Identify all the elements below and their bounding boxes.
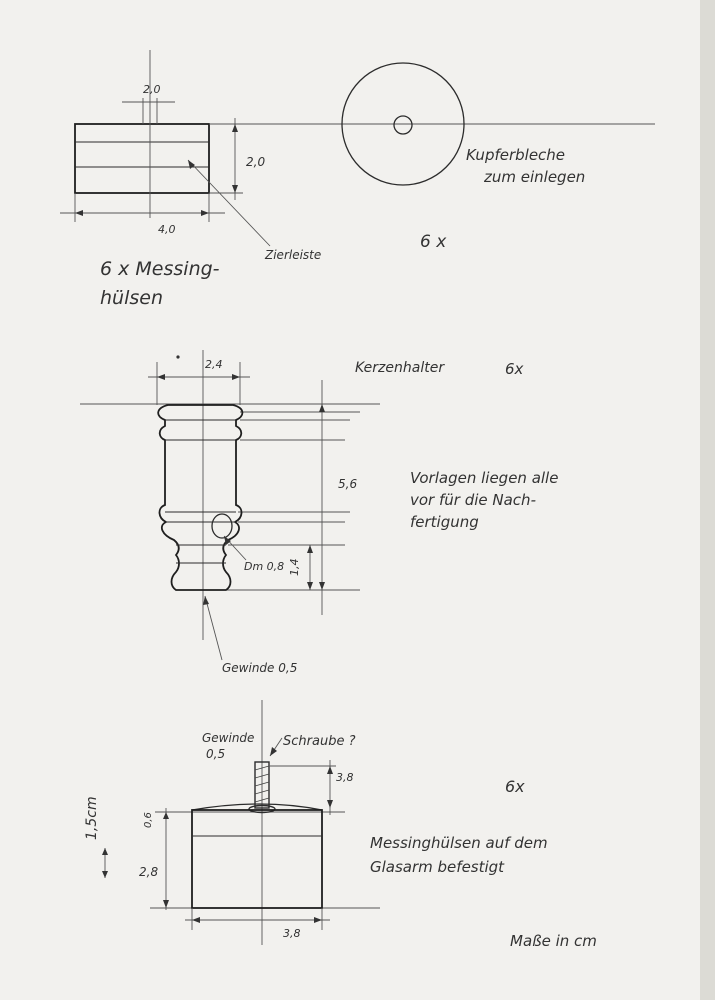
units-note: Maße in cm (510, 932, 597, 950)
sleeve-outline (74, 123, 210, 194)
sleeve-body (191, 809, 323, 909)
side-hole (211, 513, 233, 539)
side-note: 1,5cm (84, 796, 100, 840)
screw (254, 761, 270, 809)
sleeve-screw-drawing: 3,8 0,6 2,8 3,8 Gewinde 0,5 Schraube ? 1… (84, 700, 597, 950)
copper-disc-drawing: Kupferbleche zum einlegen 6 x (341, 62, 585, 252)
disc-hole (393, 115, 413, 135)
label-gewinde-3-line1: Gewinde (202, 731, 254, 745)
dim-base-2: 1,4 (288, 559, 301, 577)
label-gewinde-3-line2: 0,5 (206, 747, 225, 761)
holder-note-line1: Vorlagen liegen alle (410, 469, 558, 487)
holder-count: 6x (505, 360, 524, 378)
label-gewinde-2: Gewinde 0,5 (222, 661, 297, 675)
dim-small: 0,6 (143, 812, 154, 828)
holder-title: Kerzenhalter (355, 360, 445, 376)
sleeve-note-line2: Glasarm befestigt (370, 858, 505, 876)
dim-height-2: 5,6 (338, 477, 357, 491)
dim-hole-top: 2,0 (143, 83, 161, 96)
dim-width-3: 3,8 (283, 927, 301, 940)
disc-label-line2: zum einlegen (483, 168, 585, 186)
sleeve-drawing: 2,0 2,0 4,0 Zierleiste 6 x Messing- hüls… (60, 50, 655, 309)
candle-holder-drawing: 2,4 5,6 1,4 Dm 0,8 (80, 350, 558, 675)
dim-screw: 3,8 (336, 771, 354, 784)
dim-top-2: 2,4 (205, 358, 223, 371)
disc-count: 6 x (420, 232, 447, 252)
holder-note-line2: vor für die Nach- (410, 491, 536, 509)
scan-edge (700, 0, 715, 1000)
sleeve-count-line1: 6 x Messing- (100, 258, 220, 280)
holder-note-line3: fertigung (410, 513, 479, 531)
dim-height-3: 2,8 (139, 865, 158, 879)
copper-disc (341, 62, 465, 186)
dim-height-1: 2,0 (246, 155, 265, 169)
sleeve-note-line1: Messinghülsen auf dem (370, 834, 548, 852)
sleeve-count-line2: hülsen (100, 287, 163, 309)
sleeve-screw-count: 6x (505, 777, 525, 796)
dim-width-1: 4,0 (158, 223, 176, 236)
label-dm: Dm 0,8 (244, 560, 284, 573)
label-schraube: Schraube ? (283, 734, 356, 749)
candle-holder-body (157, 404, 244, 591)
label-zierleiste: Zierleiste (264, 248, 321, 262)
disc-label-line1: Kupferbleche (466, 146, 565, 164)
